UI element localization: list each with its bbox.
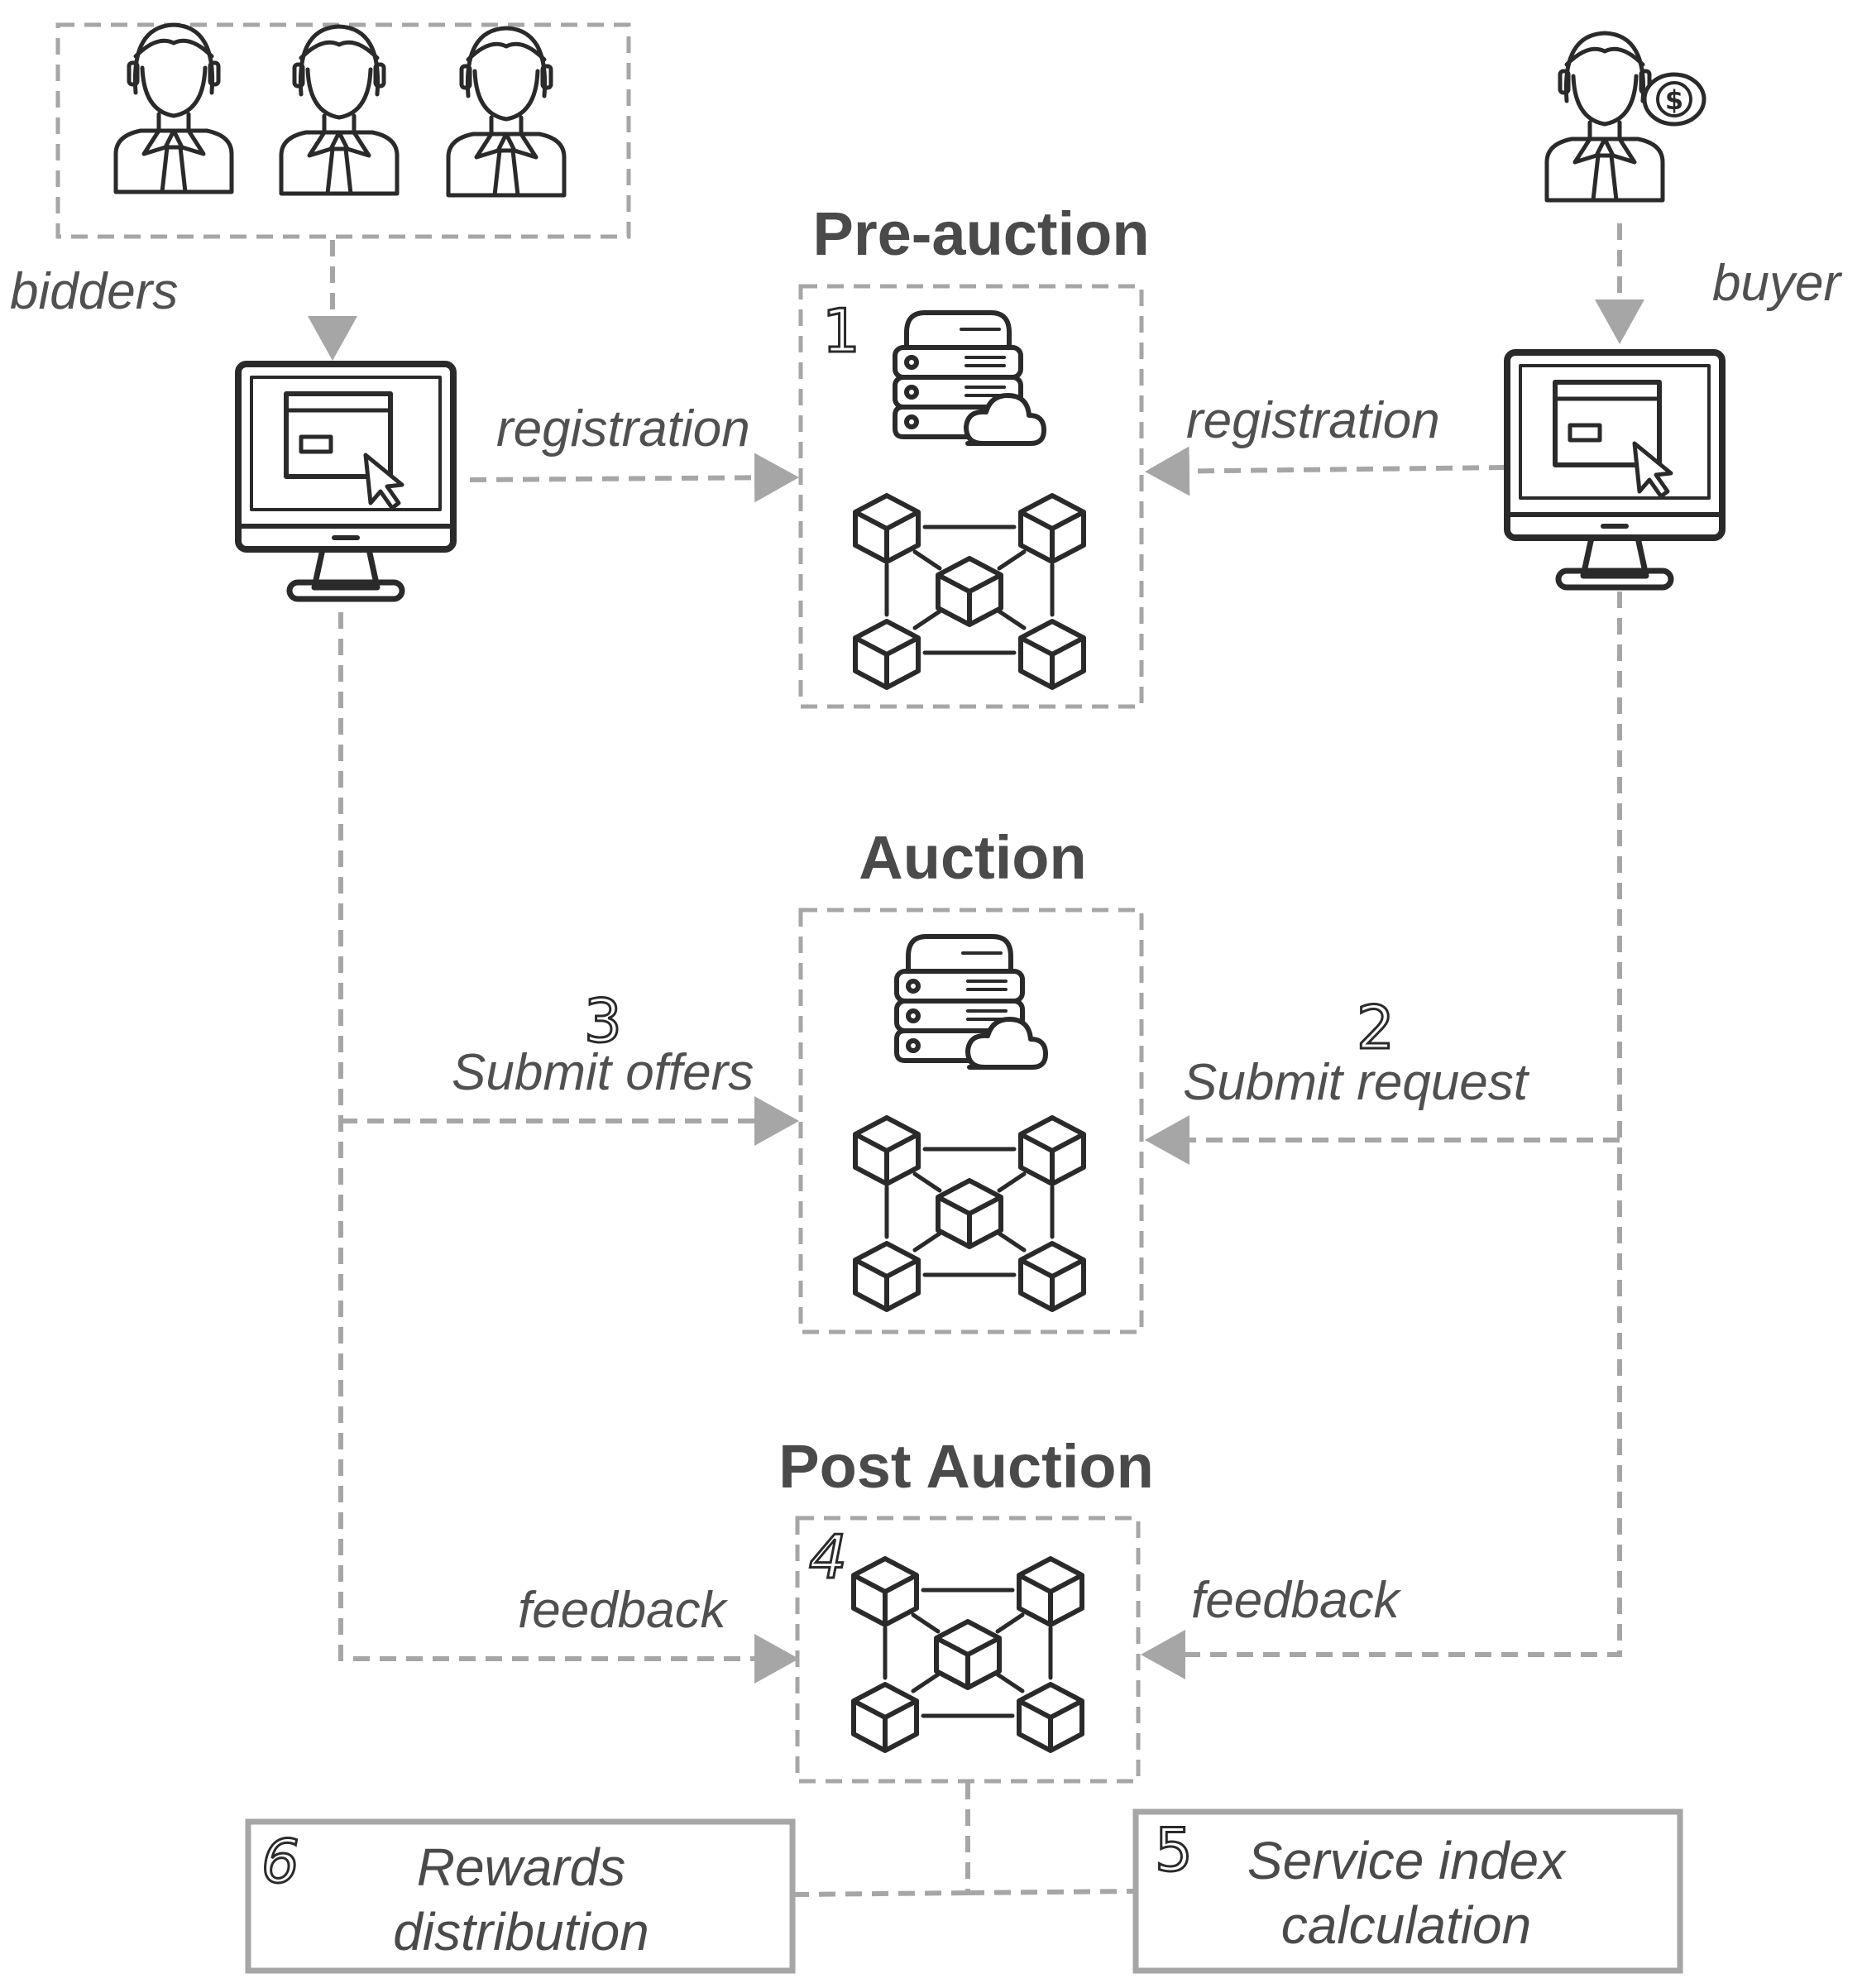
- svg-text:$: $: [1665, 84, 1683, 116]
- post-auction-title: Post Auction: [778, 1432, 1154, 1501]
- bidder-registration-label: registration: [496, 400, 750, 457]
- rewards-line-1: Rewards: [416, 1837, 626, 1897]
- bidders-group-box: [55, 22, 631, 239]
- bidder-person-icon: [281, 26, 397, 194]
- to-service-index-line: [967, 1889, 1134, 1895]
- buyer-feedback-label: feedback: [1191, 1572, 1400, 1629]
- submit-offers-label: Submit offers: [452, 1044, 754, 1101]
- auction-title: Auction: [859, 823, 1087, 892]
- auction-server-icon: [897, 937, 1046, 1067]
- rewards-distribution-box: [245, 1818, 796, 1974]
- bidders-label: bidders: [10, 263, 179, 320]
- bidder-vertical-line: [338, 612, 799, 1684]
- rewards-distribution-text: Rewards distribution: [347, 1835, 695, 1964]
- service-index-line-2: calculation: [1280, 1895, 1532, 1955]
- bidder-person-icon: [448, 28, 564, 195]
- step-2-number: 2: [1356, 993, 1396, 1062]
- pre-auction-box: [798, 284, 1144, 709]
- service-index-box: [1132, 1808, 1683, 1974]
- service-index-text: Service index calculation: [1224, 1828, 1588, 1957]
- step-3-number: 3: [583, 986, 624, 1056]
- buyer-monitor-icon: [1507, 352, 1722, 587]
- auction-blockchain-icon: [855, 1118, 1084, 1310]
- pre-auction-title: Pre-auction: [812, 199, 1150, 268]
- buyer-with-dollar-icon: $: [1547, 33, 1706, 200]
- buyer-vertical-line: [1141, 592, 1622, 1679]
- step-6-number: 6: [261, 1827, 301, 1896]
- pre-auction-server-icon: [895, 313, 1044, 443]
- post-auction-blockchain-icon: [854, 1559, 1082, 1751]
- pre-auction-blockchain-icon: [855, 496, 1084, 687]
- submit-request-label: Submit request: [1183, 1054, 1528, 1111]
- buyer-label: buyer: [1712, 255, 1841, 312]
- bidder-monitor-icon: [238, 364, 453, 599]
- rewards-line-2: distribution: [393, 1902, 649, 1962]
- buyer-registration-arrow: [1145, 446, 1506, 496]
- buyer-registration-label: registration: [1186, 392, 1440, 449]
- step-5-number: 5: [1154, 1815, 1194, 1885]
- service-index-line-1: Service index: [1247, 1831, 1566, 1890]
- to-rewards-line: [793, 1890, 969, 1897]
- bidder-person-icon: [116, 25, 232, 192]
- bidder-feedback-label: feedback: [518, 1582, 726, 1639]
- step-4-number: 4: [808, 1522, 849, 1592]
- post-auction-box: [795, 1516, 1141, 1784]
- bidder-registration-arrow: [469, 453, 799, 503]
- auction-box: [798, 908, 1144, 1334]
- step-1-number: 1: [821, 296, 862, 366]
